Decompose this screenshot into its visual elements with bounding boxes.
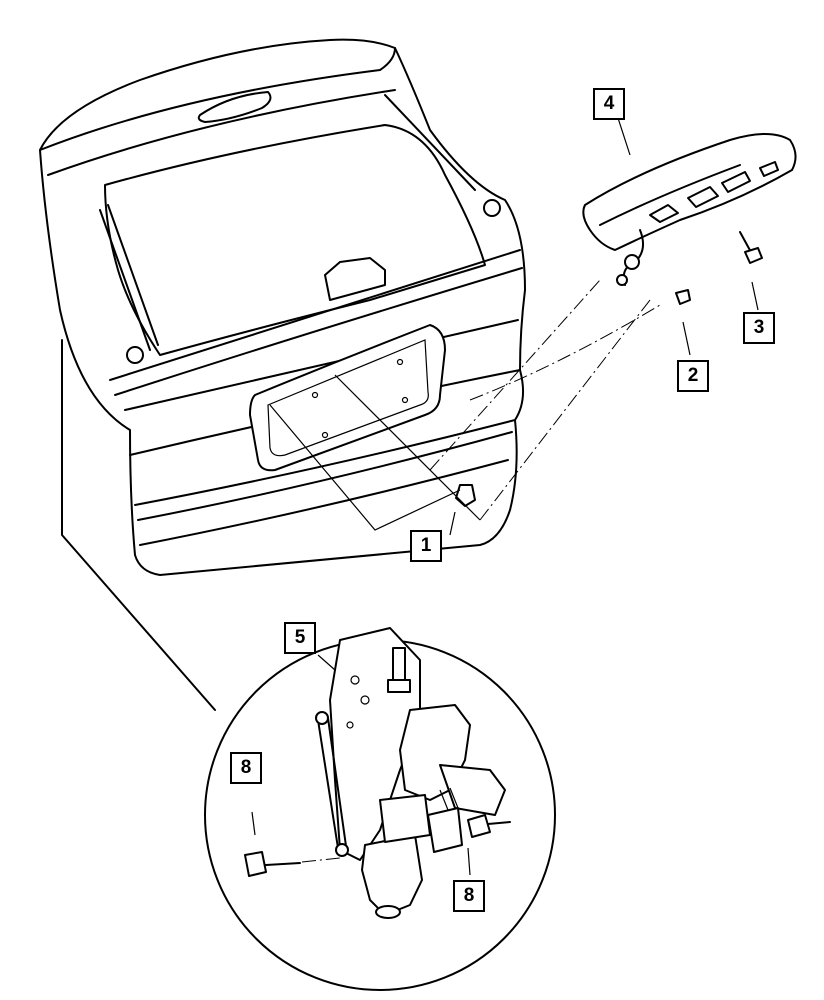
bolt-8-right	[467, 814, 511, 838]
wiper-motor-assembly	[315, 627, 506, 919]
callout-4: 4	[593, 88, 625, 120]
applique-light-bar	[582, 133, 797, 286]
bolt-8-left	[244, 851, 301, 877]
callout-1: 1	[410, 530, 442, 562]
screw-3	[739, 231, 763, 264]
callout-8-right: 8	[453, 880, 485, 912]
detail-leader-line	[61, 339, 216, 711]
callout-8-left: 8	[230, 752, 262, 784]
fastener-2	[675, 289, 691, 305]
callout-2: 2	[677, 360, 709, 392]
callout-3: 3	[743, 312, 775, 344]
callout-5: 5	[284, 622, 316, 654]
liftgate-assembly	[39, 38, 526, 576]
